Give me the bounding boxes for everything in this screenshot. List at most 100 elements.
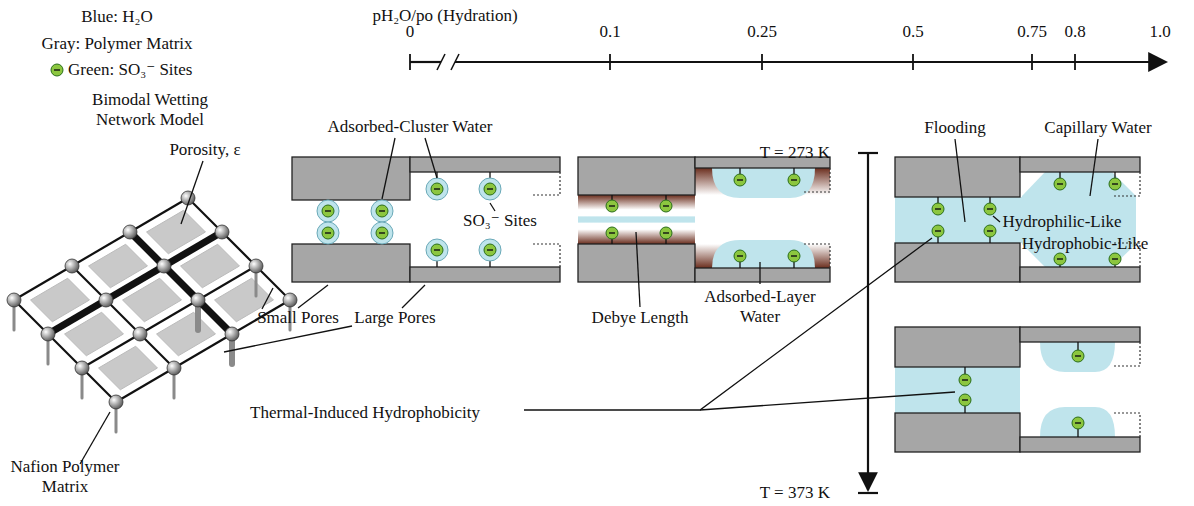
charge-sign: [935, 230, 941, 231]
pore-bond: [14, 266, 72, 300]
pore-node: [65, 259, 79, 273]
sulfonate-site: [1072, 350, 1084, 362]
sulfonate-site: [376, 227, 388, 239]
charge-sign: [737, 179, 743, 180]
part-name: Porosity, ε: [169, 140, 240, 160]
sulfonate-site: [484, 244, 496, 256]
pore-bond: [116, 368, 174, 402]
callout: Flooding: [924, 118, 985, 138]
tick-label: 0.8: [1064, 22, 1085, 42]
sulfonate-site: [734, 174, 746, 186]
pore-node: [99, 293, 113, 307]
charge-sign: [791, 179, 797, 180]
cluster-water: [371, 200, 393, 222]
pore-node: [123, 225, 137, 239]
legend-entry: Green: SO₃⁻ Sites: [68, 60, 192, 80]
sulfonate-site: [606, 200, 618, 212]
callout: Capillary Water: [1044, 118, 1151, 138]
sulfonate-site: [932, 203, 944, 215]
sulfonate-site: [484, 183, 496, 195]
tick-label: 0: [406, 22, 415, 42]
callout: Adsorbed-Cluster Water: [328, 117, 493, 137]
pore-bond: [106, 266, 164, 300]
cluster-water: [479, 178, 501, 200]
pore-node: [167, 361, 181, 375]
sulfonate-site: [959, 394, 971, 406]
part-name: Small Pores: [257, 308, 339, 328]
pore-bond: [130, 198, 188, 232]
charge-sign: [791, 255, 797, 256]
temperature-label: T = 273 K: [760, 143, 830, 163]
charge-sign: [962, 399, 968, 400]
cluster-water: [426, 239, 448, 261]
charge-sign: [609, 205, 615, 206]
sulfonate-site: [959, 374, 971, 386]
sulfonate-site: [1109, 253, 1121, 265]
sulfonate-site: [1072, 417, 1084, 429]
tick-label: 1.0: [1149, 22, 1170, 42]
part-name: Nafion Polymer Matrix: [5, 457, 125, 497]
charge-sign: [663, 232, 669, 233]
tick-label: 0.5: [902, 22, 923, 42]
pore-node: [133, 327, 147, 341]
pore-bond: [140, 300, 198, 334]
charge-sign: [1112, 258, 1118, 259]
sulfonate-site: [932, 225, 944, 237]
charge-sign: [987, 208, 993, 209]
charge-sign: [935, 208, 941, 209]
charge-sign: [434, 249, 440, 250]
callout: Adsorbed-Layer Water: [703, 287, 818, 327]
callout: Hydrophobic-Like: [1022, 234, 1149, 254]
pore-bond: [174, 334, 232, 368]
charge-sign: [1112, 183, 1118, 184]
sulfonate-site: [984, 203, 996, 215]
sulfonate-site: [788, 174, 800, 186]
temperature-label: T = 373 K: [760, 483, 830, 503]
sulfonate-site: [734, 250, 746, 262]
charge-sign: [737, 255, 743, 256]
pore-bond: [198, 266, 256, 300]
pore-node: [283, 293, 297, 307]
sulfonate-site: [660, 227, 672, 239]
pore-node: [249, 259, 263, 273]
cluster-water: [371, 222, 393, 244]
pore-node: [157, 259, 171, 273]
charge-sign: [487, 249, 493, 250]
pore-node: [75, 361, 89, 375]
sulfonate-sites: [317, 168, 1121, 437]
sulfonate-site: [984, 225, 996, 237]
charge-sign: [1057, 258, 1063, 259]
charge-sign: [434, 188, 440, 189]
charge-sign: [1075, 355, 1081, 356]
charge-sign: [962, 379, 968, 380]
pore-node: [215, 225, 229, 239]
sulfonate-site: [322, 205, 334, 217]
charge-sign: [325, 232, 331, 233]
pore-bond: [72, 232, 130, 266]
pore-bond: [48, 300, 106, 334]
sulfonate-site: [322, 227, 334, 239]
cluster-water: [317, 222, 339, 244]
cluster-water: [317, 200, 339, 222]
tick-label: 0.25: [747, 22, 777, 42]
part-name: Large Pores: [354, 308, 435, 328]
model-title: Bimodal Wetting Network Model: [80, 90, 220, 130]
tick-label: 0.1: [599, 22, 620, 42]
cluster-water: [479, 239, 501, 261]
sulfonate-site: [788, 250, 800, 262]
pore-node: [7, 293, 21, 307]
charge-sign: [987, 230, 993, 231]
pore-node: [225, 327, 239, 341]
legend-entry: Blue: H₂O: [81, 7, 153, 27]
pore-bond: [82, 334, 140, 368]
charge-sign: [1075, 422, 1081, 423]
pore-node: [109, 395, 123, 409]
sulfonate-site: [431, 244, 443, 256]
charge-sign: [1057, 183, 1063, 184]
cluster-water: [426, 178, 448, 200]
charge-sign: [609, 232, 615, 233]
sulfonate-site: [606, 227, 618, 239]
sulfonate-site: [1109, 178, 1121, 190]
callout: SO₃⁻ Sites: [463, 211, 537, 231]
